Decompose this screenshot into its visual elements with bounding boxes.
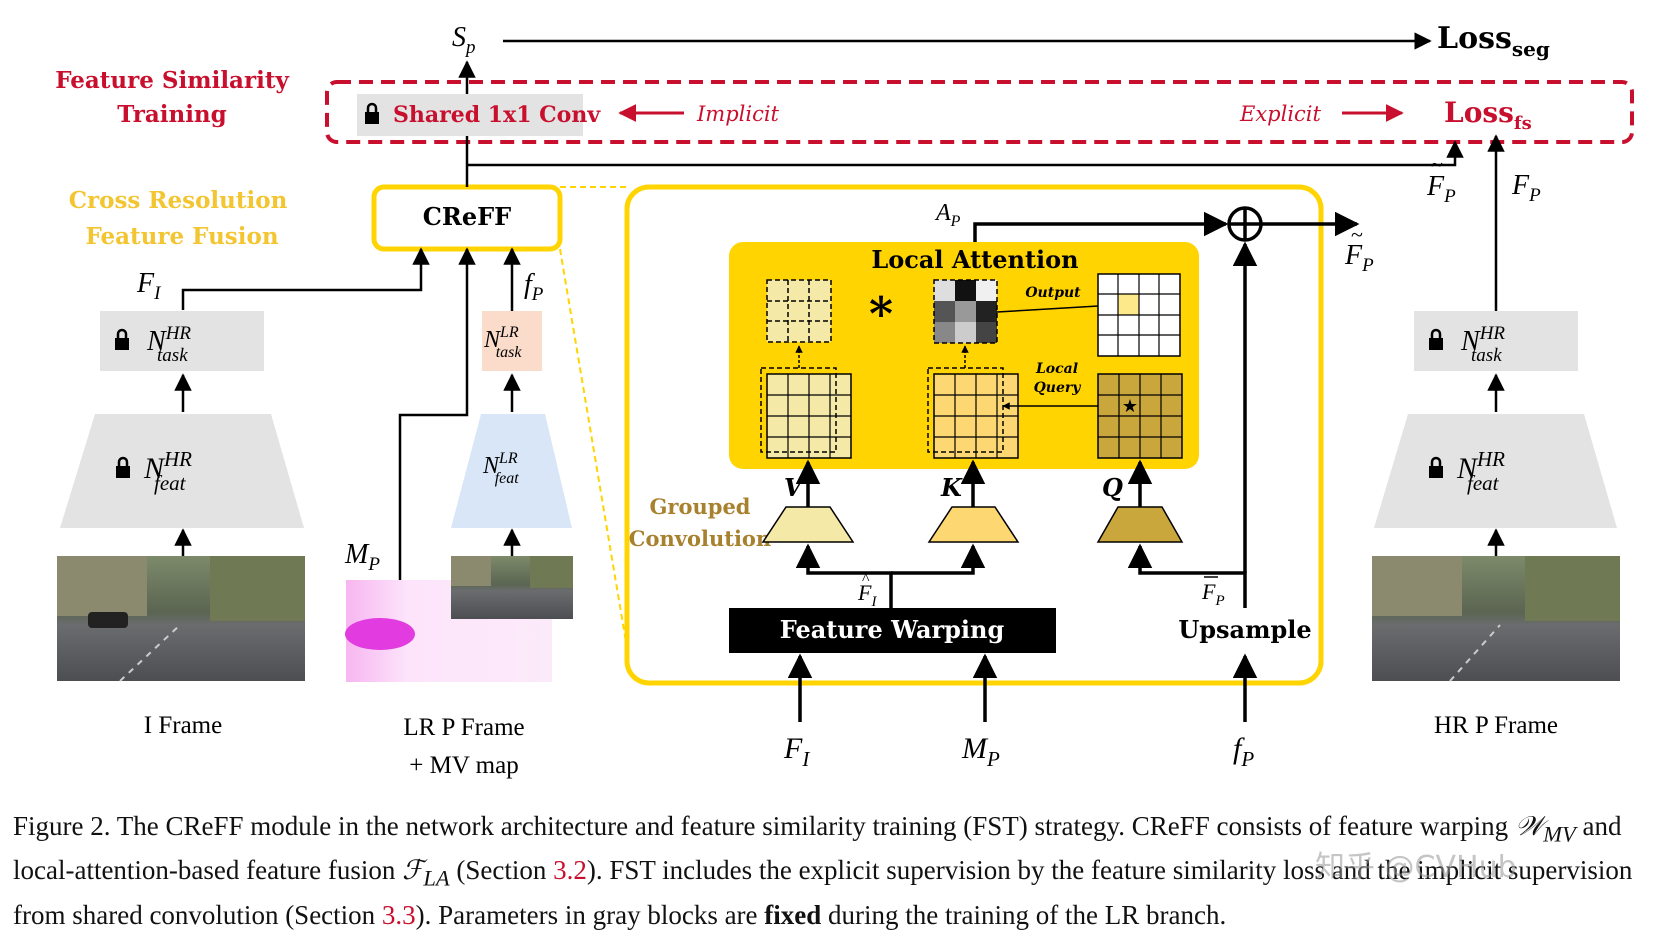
lr-p-frame-image (451, 556, 573, 619)
local-attention-label: Local Attention (871, 245, 1078, 274)
w-symbol: 𝒲MV (1514, 811, 1576, 847)
section-ref-link[interactable]: 3.3 (381, 899, 416, 930)
watermark: 知乎 @CVHub (1315, 850, 1517, 885)
fp-tilde-output-tilde: ~ (1351, 222, 1363, 247)
star-icon: ★ (1122, 396, 1138, 417)
loss-fs-label: Lossfs (1444, 96, 1532, 134)
loss-seg-label: Lossseg (1437, 21, 1550, 61)
shared-conv-block (357, 94, 583, 136)
mp-label: MP (344, 539, 380, 575)
creff-detail-panel: AP FP ~ Local Attention * (624, 184, 1374, 686)
lock-icon (365, 102, 379, 124)
zoom-line-bottom (559, 248, 628, 649)
ap-label: AP (934, 200, 961, 230)
circle-plus-icon (1227, 206, 1263, 242)
output-grid (1097, 273, 1181, 357)
i-frame-image (57, 556, 305, 682)
feature-warping-block (729, 608, 1056, 653)
lock-icon (115, 328, 129, 350)
bottom-mp-label: MP (961, 732, 1000, 771)
figure-caption: Figure 2. The CReFF module in the networ… (13, 811, 1633, 930)
fst-title-line1: Feature Similarity (55, 67, 289, 94)
multiply-operator: * (869, 287, 893, 341)
attention-weights-grid (933, 279, 998, 344)
bottom-fp-label: fP (1233, 732, 1254, 771)
grouped-label-line1: Grouped (649, 494, 750, 519)
grouped-label-line2: Convolution (629, 526, 771, 551)
lr-p-frame-label-line1: LR P Frame (403, 714, 524, 741)
lock-icon (1429, 456, 1443, 478)
fi-hat-to-k-conv-arrow (891, 543, 986, 575)
k-label: K (940, 473, 963, 502)
fp-bar-label: FP (1201, 579, 1225, 609)
lock-icon (1429, 328, 1443, 350)
v-grid (760, 367, 852, 459)
upsample-label: Upsample (1178, 615, 1311, 644)
attended-v-grid (766, 279, 832, 343)
bottom-fi-label: FI (783, 732, 810, 771)
q-conv-block (1096, 506, 1184, 543)
implicit-label: Implicit (696, 102, 780, 126)
n-feat-hr-right-block (1374, 414, 1617, 528)
creff-diagram: Feature Similarity Training Shared 1x1 C… (55, 21, 1634, 779)
fi-to-creff-arrow (181, 247, 430, 310)
v-conv-block (761, 506, 855, 543)
local-query-label-line1: Local (1035, 361, 1078, 377)
i-frame-label: I Frame (144, 712, 222, 739)
fp-tilde-output-label: FP (1344, 240, 1374, 276)
creff-label: CReFF (423, 202, 511, 231)
fp-small-label: fP (524, 269, 544, 305)
creff-to-loss-fs-line (467, 140, 1464, 167)
section-ref-link[interactable]: 3.2 (553, 855, 587, 886)
k-conv-block (927, 506, 1020, 543)
fst-dashed-box (325, 80, 1634, 144)
mv-to-creff-arrow (398, 247, 476, 580)
fi-hat-to-v-conv-arrow (795, 543, 893, 608)
lock-icon (116, 456, 130, 478)
ap-to-sum-arrow (973, 211, 1229, 244)
sp-label: Sp (452, 22, 476, 58)
fp-big-right-label: FP (1511, 170, 1541, 206)
shared-conv-label: Shared 1x1 Conv (393, 102, 601, 128)
lr-p-frame-label-line2: + MV map (409, 752, 518, 779)
q-label: Q (1102, 473, 1123, 502)
fst-title-line2: Training (117, 101, 226, 128)
local-query-label-line2: Query (1034, 380, 1082, 396)
fp-tilde-right-label: FP (1426, 171, 1456, 207)
fi-hat-accent: ^ (862, 571, 870, 588)
hr-p-frame-image (1372, 556, 1620, 682)
n-feat-lr-block (451, 414, 572, 528)
fi-label: FI (136, 268, 162, 304)
fst-section: Feature Similarity Training Shared 1x1 C… (55, 67, 1634, 144)
crf-title-line2: Feature Fusion (85, 223, 278, 250)
fp-bar-to-q-conv-arrow (1127, 543, 1247, 608)
explicit-label: Explicit (1239, 102, 1322, 126)
fp-tilde-right-tilde: ~ (1431, 152, 1443, 177)
k-grid (927, 367, 1019, 459)
v-label: V (784, 473, 805, 502)
hr-p-frame-label: HR P Frame (1434, 712, 1558, 739)
f-symbol: ℱLA (402, 855, 450, 891)
output-label: Output (1025, 285, 1081, 301)
n-task-lr-block (482, 311, 542, 371)
fi-hat-label: FI (857, 580, 877, 610)
n-feat-hr-left-block (60, 414, 304, 528)
q-grid (1097, 373, 1183, 459)
feature-warping-label: Feature Warping (780, 615, 1005, 644)
crf-title-line1: Cross Resolution (69, 187, 288, 214)
